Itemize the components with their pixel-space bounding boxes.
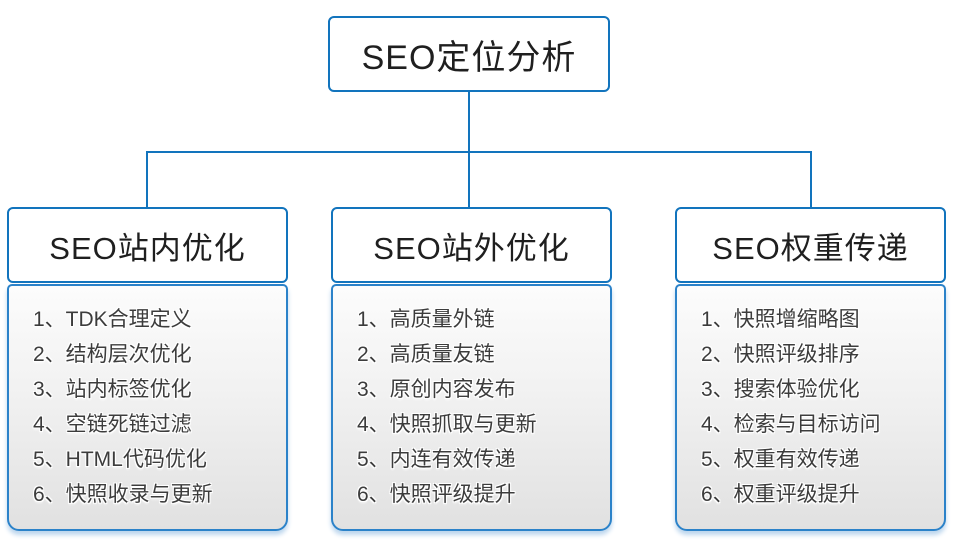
list-item: 2、快照评级排序 <box>701 343 860 366</box>
list-item: 5、内连有效传递 <box>357 448 516 471</box>
connector-stem <box>468 92 470 152</box>
branch-header-label: SEO站内优化 <box>49 230 246 266</box>
branch-list: 1、高质量外链 2、高质量友链 3、原创内容发布 4、快照抓取与更新 5、内连有… <box>331 284 612 531</box>
connector-drop-center <box>468 152 470 207</box>
list-item: 6、快照评级提升 <box>357 483 516 506</box>
list-item: 4、快照抓取与更新 <box>357 413 537 436</box>
list-item: 5、HTML代码优化 <box>33 448 207 471</box>
branch-header: SEO站内优化 <box>7 207 288 283</box>
list-item: 1、TDK合理定义 <box>33 308 192 331</box>
list-item: 2、高质量友链 <box>357 343 495 366</box>
connector-drop-left <box>146 152 148 207</box>
branch-onsite-optimization: SEO站内优化 1、TDK合理定义 2、结构层次优化 3、站内标签优化 4、空链… <box>7 207 288 531</box>
branch-header: SEO站外优化 <box>331 207 612 283</box>
branch-list: 1、快照增缩略图 2、快照评级排序 3、搜索体验优化 4、检索与目标访问 5、权… <box>675 284 946 531</box>
branch-list: 1、TDK合理定义 2、结构层次优化 3、站内标签优化 4、空链死链过滤 5、H… <box>7 284 288 531</box>
list-item: 6、快照收录与更新 <box>33 483 213 506</box>
branch-header-label: SEO权重传递 <box>712 230 909 266</box>
branch-header-label: SEO站外优化 <box>373 230 570 266</box>
list-item: 4、空链死链过滤 <box>33 413 192 436</box>
root-node: SEO定位分析 <box>328 16 610 92</box>
connector-drop-right <box>810 152 812 207</box>
list-item: 3、站内标签优化 <box>33 378 192 401</box>
list-item: 1、快照增缩略图 <box>701 308 860 331</box>
list-item: 3、搜索体验优化 <box>701 378 860 401</box>
connector-horizontal <box>146 151 812 153</box>
branch-offsite-optimization: SEO站外优化 1、高质量外链 2、高质量友链 3、原创内容发布 4、快照抓取与… <box>331 207 612 531</box>
root-node-label: SEO定位分析 <box>361 38 577 77</box>
list-item: 3、原创内容发布 <box>357 378 516 401</box>
branch-weight-transfer: SEO权重传递 1、快照增缩略图 2、快照评级排序 3、搜索体验优化 4、检索与… <box>675 207 946 531</box>
list-item: 2、结构层次优化 <box>33 343 192 366</box>
list-item: 5、权重有效传递 <box>701 448 860 471</box>
list-item: 4、检索与目标访问 <box>701 413 881 436</box>
list-item: 1、高质量外链 <box>357 308 495 331</box>
list-item: 6、权重评级提升 <box>701 483 860 506</box>
branch-header: SEO权重传递 <box>675 207 946 283</box>
